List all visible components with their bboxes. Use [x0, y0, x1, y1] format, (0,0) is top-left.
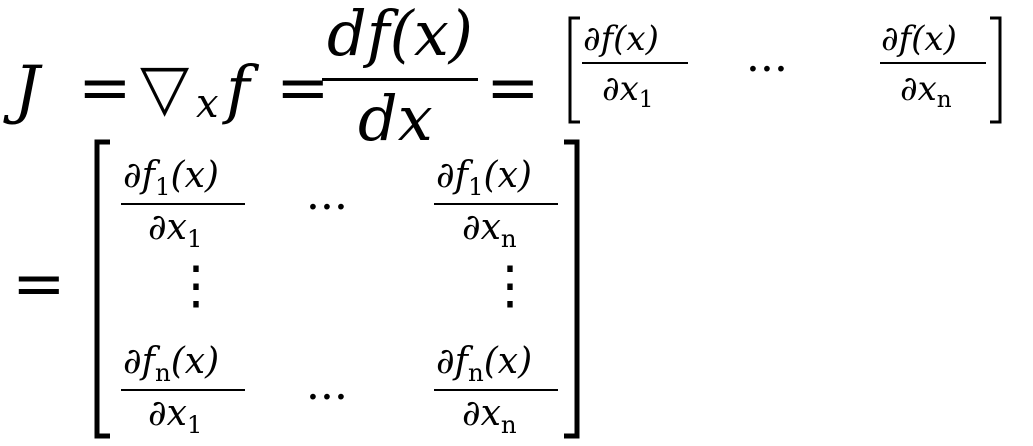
row-right-numerator: ∂f(x) — [881, 19, 957, 59]
equals-sign: = — [486, 51, 540, 125]
function-f: f — [226, 53, 250, 127]
matrix-r1c3-denominator: ∂xn — [462, 207, 517, 253]
fraction-bar — [880, 62, 986, 64]
matrix-r1c1-denominator: ∂x1 — [148, 207, 203, 253]
equals-sign: = — [12, 247, 66, 321]
matrix-r1c1-numerator: ∂f1(x) — [123, 155, 219, 201]
matrix-r1c3-numerator: ∂f1(x) — [436, 155, 532, 201]
nabla-operator: ▽ — [140, 51, 190, 125]
matrix-r3c1-denominator: ∂x1 — [148, 393, 203, 439]
fraction-bar — [121, 389, 245, 391]
matrix-r3c3-denominator: ∂xn — [462, 393, 517, 439]
fraction-bar — [434, 389, 558, 391]
matrix-right-bracket — [564, 139, 580, 439]
matrix-r3c3-numerator: ∂fn(x) — [436, 341, 533, 387]
fraction-bar — [121, 203, 245, 205]
right-bracket — [990, 16, 1002, 124]
vertical-ellipsis-right: ⋮ — [484, 256, 536, 316]
vertical-ellipsis-left: ⋮ — [170, 256, 222, 316]
horizontal-ellipsis: ··· — [306, 182, 348, 233]
nabla-subscript: x — [196, 81, 219, 127]
horizontal-ellipsis: ··· — [306, 372, 348, 423]
left-bracket — [568, 16, 580, 124]
equals-sign: = — [78, 51, 132, 125]
equals-sign: = — [276, 51, 330, 125]
row-right-denominator: ∂xn — [900, 69, 952, 114]
derivative-denominator: dx — [358, 82, 433, 155]
horizontal-ellipsis: ··· — [746, 44, 788, 95]
jacobian-symbol: J — [14, 53, 40, 127]
matrix-left-bracket — [94, 139, 110, 439]
matrix-r3c1-numerator: ∂fn(x) — [123, 341, 220, 387]
fraction-bar — [322, 78, 478, 81]
row-left-numerator: ∂f(x) — [583, 19, 659, 59]
row-left-denominator: ∂x1 — [602, 69, 654, 114]
fraction-bar — [582, 62, 688, 64]
derivative-numerator: df(x) — [327, 0, 473, 70]
fraction-bar — [434, 203, 558, 205]
